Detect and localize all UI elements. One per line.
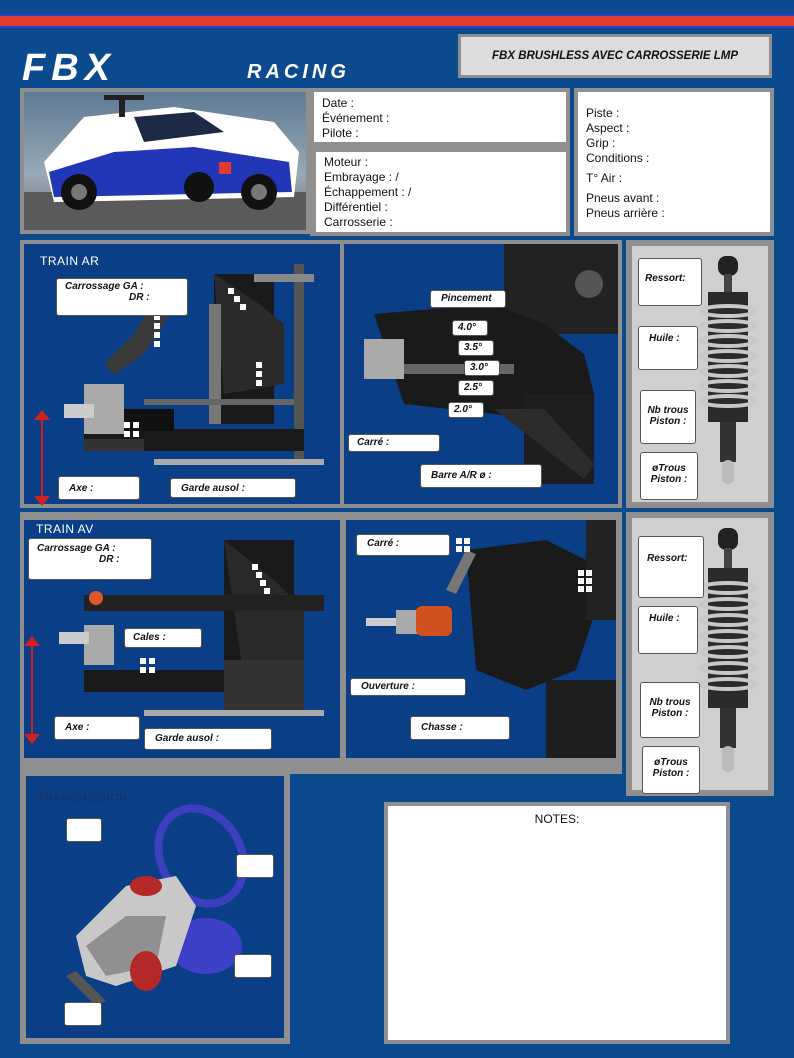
rear-piston-holes-field[interactable]: Nb trous Piston : bbox=[640, 390, 696, 444]
rear-toe-in-title: Pincement bbox=[430, 290, 506, 308]
front-ground-clearance-field[interactable]: Garde ausol : bbox=[144, 728, 272, 750]
page-title: FBX BRUSHLESS AVEC CARROSSERIE LMP bbox=[492, 50, 738, 62]
engine-info-frame: Moteur : Embrayage : / Échappement : / D… bbox=[310, 146, 570, 236]
rear-piston-hole-diameter-field[interactable]: øTrous Piston : bbox=[640, 452, 698, 500]
body-field[interactable]: Carrosserie : bbox=[324, 215, 393, 229]
rear-toe-value-5[interactable]: 2.0° bbox=[448, 402, 484, 418]
date-field[interactable]: Date : bbox=[322, 96, 355, 110]
rear-train-panel: TRAIN AR Carrossage GA : DR : Axe : Gard… bbox=[20, 240, 622, 508]
event-info-frame: Date : Événement : Pilote : bbox=[310, 88, 570, 146]
rear-shock-panel: Ressort: Huile : Nb trous Piston : øTrou… bbox=[626, 240, 774, 508]
rear-camber-view: TRAIN AR Carrossage GA : DR : Axe : Gard… bbox=[24, 244, 340, 506]
rear-toe-view: Pincement 4.0° 3.5° 3.0° 2.5° 2.0° Carré… bbox=[344, 244, 618, 504]
transmission-field-top-left[interactable] bbox=[66, 818, 102, 842]
rear-square-field[interactable]: Carré : bbox=[348, 434, 440, 452]
rear-anti-roll-bar-field[interactable]: Barre A/R ø : bbox=[420, 464, 542, 488]
front-camber-left-label: Carrossage GA : bbox=[37, 543, 116, 554]
rear-ground-clearance-field[interactable]: Garde ausol : bbox=[170, 478, 296, 498]
rear-axle-field[interactable]: Axe : bbox=[58, 476, 140, 500]
front-axle-field[interactable]: Axe : bbox=[54, 716, 140, 740]
rear-axle-dimension-arrow bbox=[41, 412, 43, 498]
rear-axle-arrow-down bbox=[34, 496, 50, 506]
front-oil-field[interactable]: Huile : bbox=[638, 606, 698, 654]
rear-toe-value-4[interactable]: 2.5° bbox=[458, 380, 494, 396]
transmission-field-top-right[interactable] bbox=[236, 854, 274, 878]
front-axle-arrow-down bbox=[24, 734, 40, 744]
front-train-panel: TRAIN AV Carrossage GA : DR : Cales : Ax… bbox=[20, 512, 622, 774]
air-temp-field[interactable]: T° Air : bbox=[586, 171, 623, 185]
rear-camber-left-label: Carrossage GA : bbox=[65, 281, 144, 292]
engine-info-box: Moteur : Embrayage : / Échappement : / D… bbox=[316, 152, 566, 232]
aspect-field[interactable]: Aspect : bbox=[586, 121, 630, 135]
front-shock-inner: Ressort: Huile : Nb trous Piston : øTrou… bbox=[632, 518, 768, 794]
front-camber-view: TRAIN AV Carrossage GA : DR : Cales : Ax… bbox=[24, 520, 340, 758]
notes-frame: NOTES: bbox=[384, 802, 730, 1044]
exhaust-field[interactable]: Échappement : / bbox=[324, 185, 412, 199]
front-hub-view: Carré : Ouverture : Chasse : bbox=[346, 520, 616, 758]
conditions-field[interactable]: Conditions : bbox=[586, 151, 650, 165]
clutch-field[interactable]: Embrayage : / bbox=[324, 170, 399, 184]
front-camber-right-label: DR : bbox=[99, 554, 120, 565]
transmission-field-bottom-left[interactable] bbox=[64, 1002, 102, 1026]
rear-section-title: TRAIN AR bbox=[40, 254, 100, 268]
rear-shock-inner: Ressort: Huile : Nb trous Piston : øTrou… bbox=[632, 246, 768, 502]
logo-main-text: FBX bbox=[22, 48, 116, 88]
rear-spring-field[interactable]: Ressort: bbox=[638, 258, 702, 306]
rear-toe-value-1[interactable]: 4.0° bbox=[452, 320, 488, 336]
front-suspension-drawing bbox=[59, 540, 324, 716]
transmission-view: TRANSMISSION bbox=[26, 776, 284, 1038]
transmission-drawing bbox=[66, 804, 248, 1006]
rear-toe-value-2[interactable]: 3.5° bbox=[458, 340, 494, 356]
front-section-title: TRAIN AV bbox=[36, 522, 94, 536]
front-spring-field[interactable]: Ressort: bbox=[638, 536, 704, 598]
front-axle-arrow-up bbox=[24, 636, 40, 646]
front-camber-field[interactable]: Carrossage GA : DR : bbox=[28, 538, 152, 580]
transmission-panel: TRANSMISSION bbox=[20, 768, 290, 1044]
front-shims-field[interactable]: Cales : bbox=[124, 628, 202, 648]
front-shock-icon bbox=[699, 528, 757, 772]
top-stripe bbox=[0, 14, 794, 28]
track-info-box: Piste : Aspect : Grip : Conditions : T° … bbox=[578, 92, 770, 232]
front-square-field[interactable]: Carré : bbox=[356, 534, 450, 556]
transmission-field-bottom-right[interactable] bbox=[234, 954, 272, 978]
track-field[interactable]: Piste : bbox=[586, 106, 620, 120]
motor-field[interactable]: Moteur : bbox=[324, 155, 369, 169]
rear-shock-icon bbox=[699, 256, 757, 484]
rear-axle-arrow-up bbox=[34, 410, 50, 420]
notes-box[interactable]: NOTES: bbox=[388, 806, 726, 1040]
fbx-racing-logo: FBX RACING bbox=[22, 47, 432, 89]
front-shock-panel: Ressort: Huile : Nb trous Piston : øTrou… bbox=[626, 512, 774, 796]
front-axle-dimension-arrow bbox=[31, 642, 33, 736]
differential-field[interactable]: Différentiel : bbox=[324, 200, 388, 214]
pilot-field[interactable]: Pilote : bbox=[322, 126, 359, 140]
front-tires-field[interactable]: Pneus avant : bbox=[586, 191, 660, 205]
notes-title: NOTES: bbox=[534, 812, 580, 826]
front-opening-field[interactable]: Ouverture : bbox=[350, 678, 466, 696]
rear-tires-field[interactable]: Pneus arrière : bbox=[586, 206, 665, 220]
car-photo bbox=[24, 92, 306, 230]
rear-camber-field[interactable]: Carrossage GA : DR : bbox=[56, 278, 188, 316]
rear-camber-right-label: DR : bbox=[129, 292, 150, 303]
event-info-box: Date : Événement : Pilote : bbox=[314, 92, 566, 142]
transmission-section-title: TRANSMISSION bbox=[38, 792, 128, 804]
event-field[interactable]: Événement : bbox=[322, 111, 390, 125]
lmp-car-image bbox=[24, 95, 306, 230]
page-title-box: FBX BRUSHLESS AVEC CARROSSERIE LMP bbox=[458, 34, 772, 78]
logo-sub-text: RACING bbox=[247, 61, 350, 83]
rear-toe-value-3[interactable]: 3.0° bbox=[464, 360, 500, 376]
rear-oil-field[interactable]: Huile : bbox=[638, 326, 698, 370]
track-info-frame: Piste : Aspect : Grip : Conditions : T° … bbox=[574, 88, 774, 236]
front-caster-field[interactable]: Chasse : bbox=[410, 716, 510, 740]
car-photo-frame bbox=[20, 88, 310, 234]
grip-field[interactable]: Grip : bbox=[586, 136, 616, 150]
front-piston-hole-diameter-field[interactable]: øTrous Piston : bbox=[642, 746, 700, 794]
front-piston-holes-field[interactable]: Nb trous Piston : bbox=[640, 682, 700, 738]
